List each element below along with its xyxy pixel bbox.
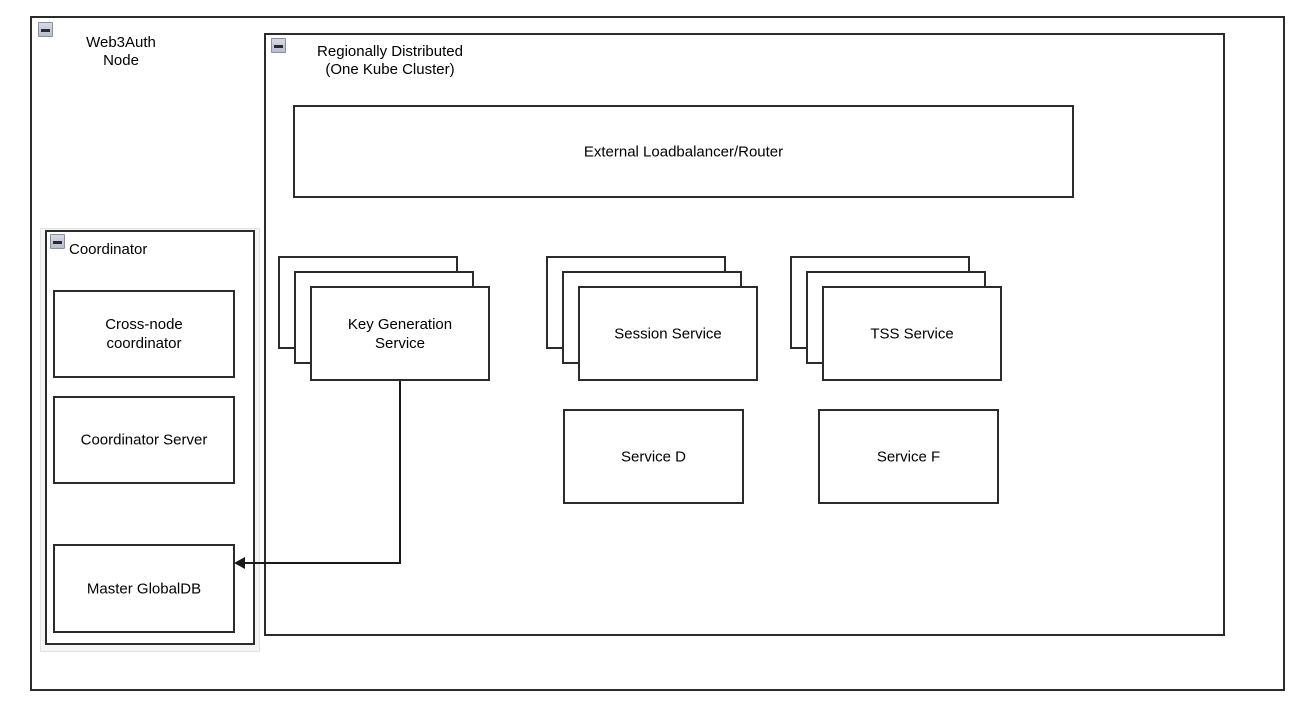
container-label-kube-cluster: Regionally Distributed (One Kube Cluster… [317, 43, 463, 78]
connector-keygen-to-masterdb-arrowhead [234, 557, 245, 569]
service-f-box[interactable]: Service F [818, 409, 999, 504]
master-globaldb-label: Master GlobalDB [86, 580, 202, 597]
collapse-icon-kube-cluster[interactable] [271, 38, 286, 53]
stack-tss-service[interactable]: TSS Service [790, 256, 1002, 381]
external-loadbalancer-box[interactable]: External Loadbalancer/Router [293, 105, 1074, 198]
collapse-icon-coordinator[interactable] [50, 234, 65, 249]
container-label-web3auth-node: Web3Auth Node [86, 34, 156, 69]
coordinator-server-box[interactable]: Coordinator Server [53, 396, 235, 484]
collapse-icon-web3auth-node[interactable] [38, 22, 53, 37]
coordinator-server-label: Coordinator Server [80, 431, 208, 449]
stack-session-service[interactable]: Session Service [546, 256, 758, 381]
service-d-box[interactable]: Service D [563, 409, 744, 504]
stack-key-generation-service[interactable]: Key Generation Service [278, 256, 490, 381]
tss-service-label: TSS Service [870, 325, 954, 342]
connector-keygen-to-masterdb-segment-horizontal [245, 562, 401, 564]
service-d-label: Service D [620, 448, 687, 465]
service-f-label: Service F [876, 448, 941, 465]
master-globaldb-box[interactable]: Master GlobalDB [53, 544, 235, 633]
stack-layer-front[interactable]: TSS Service [822, 286, 1002, 381]
external-loadbalancer-label: External Loadbalancer/Router [583, 143, 784, 160]
cross-node-coordinator-box[interactable]: Cross-node coordinator [53, 290, 235, 378]
stack-layer-front[interactable]: Session Service [578, 286, 758, 381]
stack-layer-front[interactable]: Key Generation Service [310, 286, 490, 381]
session-service-label: Session Service [614, 325, 722, 342]
cross-node-coordinator-label: Cross-node coordinator [105, 316, 183, 352]
connector-keygen-to-masterdb-segment-vertical [399, 381, 401, 564]
container-label-coordinator: Coordinator [69, 241, 148, 258]
key-generation-service-label: Key Generation Service [347, 315, 453, 352]
